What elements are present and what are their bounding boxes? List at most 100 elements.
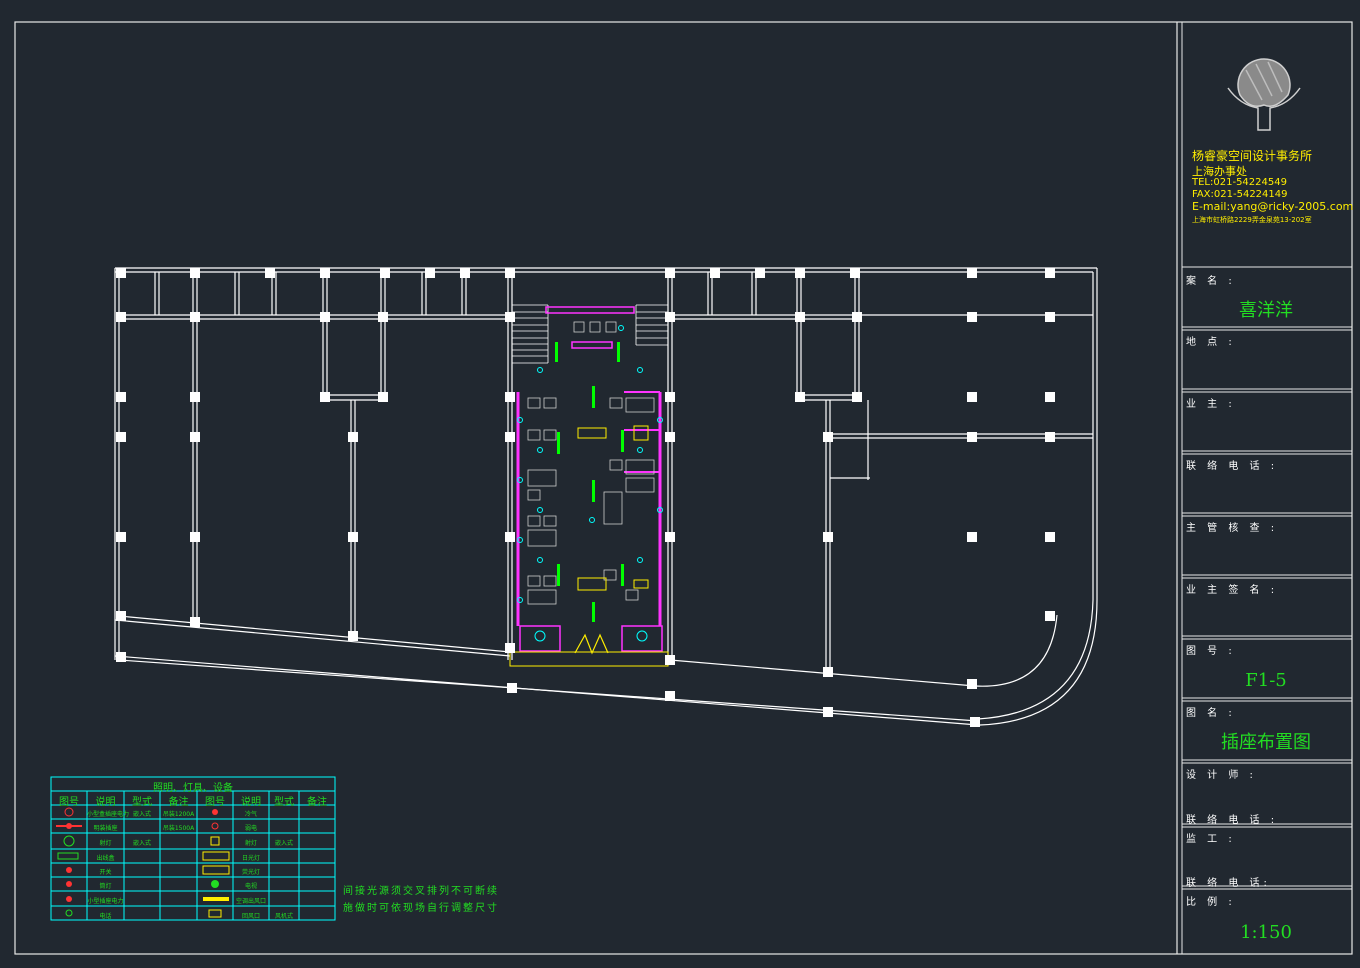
structural-columns <box>116 268 1055 727</box>
legend-cell: 电视 <box>244 883 257 890</box>
column-square <box>265 268 275 278</box>
legend-cell: 嵌入式 <box>132 840 151 847</box>
column-square <box>665 392 675 402</box>
firm-email: E-mail:yang@ricky-2005.com <box>1192 200 1354 213</box>
legend-header: 备注 <box>168 797 189 808</box>
title-block-grid <box>1182 266 1352 890</box>
legend-cell: 风机式 <box>274 913 293 920</box>
legend-cell: 嵌入式 <box>132 811 151 818</box>
column-square <box>1045 532 1055 542</box>
column-square <box>505 432 515 442</box>
legend-cell: 出线盒 <box>96 855 115 862</box>
column-square <box>505 643 515 653</box>
location-label: 地 点 : <box>1186 337 1236 348</box>
column-square <box>320 312 330 322</box>
column-square <box>665 312 675 322</box>
column-square <box>190 268 200 278</box>
legend-cell: 小型插座电力 <box>87 898 124 905</box>
column-square <box>967 532 977 542</box>
column-square <box>190 532 200 542</box>
column-square <box>378 392 388 402</box>
building-walls <box>114 267 1098 726</box>
note-2: 施做时可依现场自行调整尺寸 <box>343 903 499 914</box>
column-square <box>967 268 977 278</box>
firm-address: 上海市虹桥路2229弄金泉苑13-202室 <box>1192 216 1312 224</box>
column-square <box>116 392 126 402</box>
column-square <box>190 617 200 627</box>
drawing-no-value: F1-5 <box>1245 670 1287 691</box>
column-square <box>823 432 833 442</box>
column-square <box>116 652 126 662</box>
legend-cell: 日光灯 <box>241 855 260 862</box>
legend-cell: 吊装1200A <box>162 811 195 818</box>
column-square <box>850 268 860 278</box>
legend-header: 说明 <box>95 797 116 808</box>
column-square <box>1045 611 1055 621</box>
legend-cell: 冷气 <box>244 811 257 818</box>
column-square <box>852 392 862 402</box>
legend-symbols <box>56 807 230 918</box>
column-square <box>460 268 470 278</box>
phone-label-3: 联 络 电 话: <box>1186 878 1271 889</box>
column-square <box>665 268 675 278</box>
shop-interior <box>509 306 669 667</box>
column-square <box>823 667 833 677</box>
legend-cell: 电话 <box>99 913 112 920</box>
column-square <box>425 268 435 278</box>
legend-cell: 嵌入式 <box>274 840 293 847</box>
column-square <box>823 707 833 717</box>
column-square <box>665 532 675 542</box>
column-square <box>348 432 358 442</box>
drawing-name-label: 图 名 : <box>1186 708 1236 719</box>
legend-cell: 筒灯 <box>99 883 112 890</box>
column-square <box>1045 268 1055 278</box>
column-square <box>852 312 862 322</box>
column-square <box>505 532 515 542</box>
column-square <box>116 432 126 442</box>
legend-cell: 回风口 <box>241 913 260 920</box>
column-square <box>665 432 675 442</box>
project-value: 喜洋洋 <box>1239 300 1293 321</box>
phone-label-2: 联 络 电 话 : <box>1186 815 1279 826</box>
firm-office: 上海办事处 <box>1192 165 1247 178</box>
column-square <box>710 268 720 278</box>
owner-sign-label: 业 主 签 名 : <box>1186 585 1279 596</box>
column-square <box>665 655 675 665</box>
firm-logo <box>1227 58 1301 131</box>
column-square <box>967 312 977 322</box>
legend-header: 型式 <box>132 797 152 808</box>
socket-markers <box>555 342 624 622</box>
legend-cell: 空调出风口 <box>235 898 266 905</box>
column-square <box>190 432 200 442</box>
column-square <box>1045 392 1055 402</box>
column-square <box>665 691 675 701</box>
column-square <box>348 532 358 542</box>
column-square <box>507 683 517 693</box>
column-square <box>378 312 388 322</box>
column-square <box>755 268 765 278</box>
legend-cell: 射灯 <box>244 840 257 847</box>
legend-table <box>50 776 336 921</box>
legend-cell: 弱电 <box>244 825 257 832</box>
legend-header: 说明 <box>241 797 261 808</box>
drawing-no-label: 图 号 : <box>1186 646 1236 657</box>
firm-name: 杨睿豪空间设计事务所 <box>1192 149 1313 163</box>
column-square <box>348 631 358 641</box>
column-square <box>823 532 833 542</box>
column-square <box>320 268 330 278</box>
scale-value: 1:150 <box>1240 922 1292 943</box>
column-square <box>116 611 126 621</box>
column-square <box>320 392 330 402</box>
legend-cell: 吊装1500A <box>162 825 195 832</box>
phone-label-1: 联 络 电 话 : <box>1186 461 1279 472</box>
supervisor-label: 主 管 核 查 : <box>1186 523 1279 534</box>
legend-header: 型式 <box>274 797 294 808</box>
column-square <box>1045 432 1055 442</box>
sheet-border <box>14 21 1353 955</box>
column-square <box>380 268 390 278</box>
legend-cell: 明装插座 <box>93 825 118 832</box>
legend-cell: 小型盒插座电力 <box>87 811 130 818</box>
column-square <box>116 532 126 542</box>
column-square <box>795 392 805 402</box>
